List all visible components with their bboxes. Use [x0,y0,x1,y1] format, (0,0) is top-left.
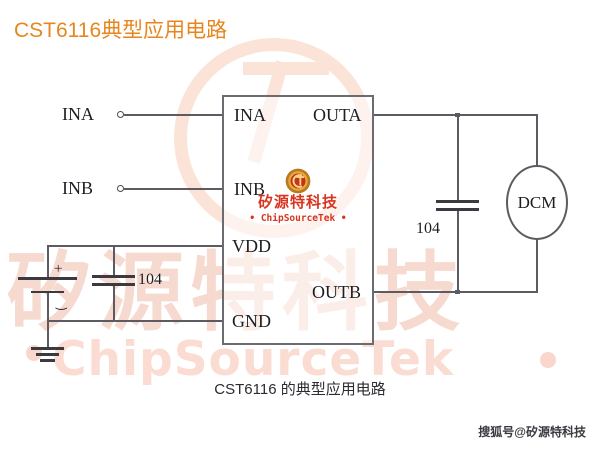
wire-motor-top [536,114,538,167]
junction-outa-cap [455,113,460,117]
chip-logo-chinese: 矽源特科技 [257,194,338,211]
battery-plate-positive [18,277,77,280]
chip-pin-vdd: VDD [232,236,271,256]
dc-motor: DCM [506,165,568,240]
wire-cap-left-bottom [113,286,115,322]
cap-left-plate-bottom [92,283,135,286]
wire-gnd-rail [47,320,224,322]
inb-terminal [117,185,124,192]
input-label-inb: INB [62,178,93,198]
wire-battery-bottom [47,292,49,322]
wire-battery-top [47,245,49,277]
chip-pin-ina: INA [234,105,266,125]
chip-pin-inb: INB [234,179,265,199]
wire-inb [124,188,223,190]
cap-right-plate-bottom [436,208,479,211]
wire-cap-right-top [457,114,459,201]
battery-minus-sign: ‿ [56,295,67,310]
chip-pin-outa: OUTA [313,105,362,125]
ground-bar-3 [40,359,55,362]
dc-motor-body: DCM [506,165,568,240]
ground-bar-2 [36,353,59,356]
chip-pin-outb: OUTB [312,282,361,302]
cap-right-plate-top [436,200,479,203]
wire-cap-right-bottom [457,211,459,292]
cap-right-label: 104 [416,220,440,237]
wire-ground-lead [47,320,49,348]
ct-monogram-icon [285,168,311,194]
junction-outb-cap [455,290,460,294]
page-title: CST6116典型应用电路 [14,19,228,42]
source-watermark: 搜狐号@矽源特科技 [478,425,586,439]
chip-logo-english: • ChipSourceTek • [249,212,347,224]
chip-body [222,95,374,345]
wire-motor-bottom [536,238,538,292]
dc-motor-label: DCM [517,192,557,212]
wire-ina [124,114,223,116]
input-label-ina: INA [62,104,94,124]
battery-plus-sign: + [54,261,63,277]
chip-pin-gnd: GND [232,311,271,331]
cap-left-label: 104 [138,271,162,288]
battery-plate-negative [31,291,64,293]
wire-cap-left-top [113,245,115,276]
ina-terminal [117,111,124,118]
chip-logo: 矽源特科技 • ChipSourceTek • [222,168,374,224]
cap-left-plate-top [92,275,135,278]
figure-caption: CST6116 的典型应用电路 [214,381,386,398]
ground-bar-1 [31,347,64,350]
wire-vdd-rail [47,245,224,247]
